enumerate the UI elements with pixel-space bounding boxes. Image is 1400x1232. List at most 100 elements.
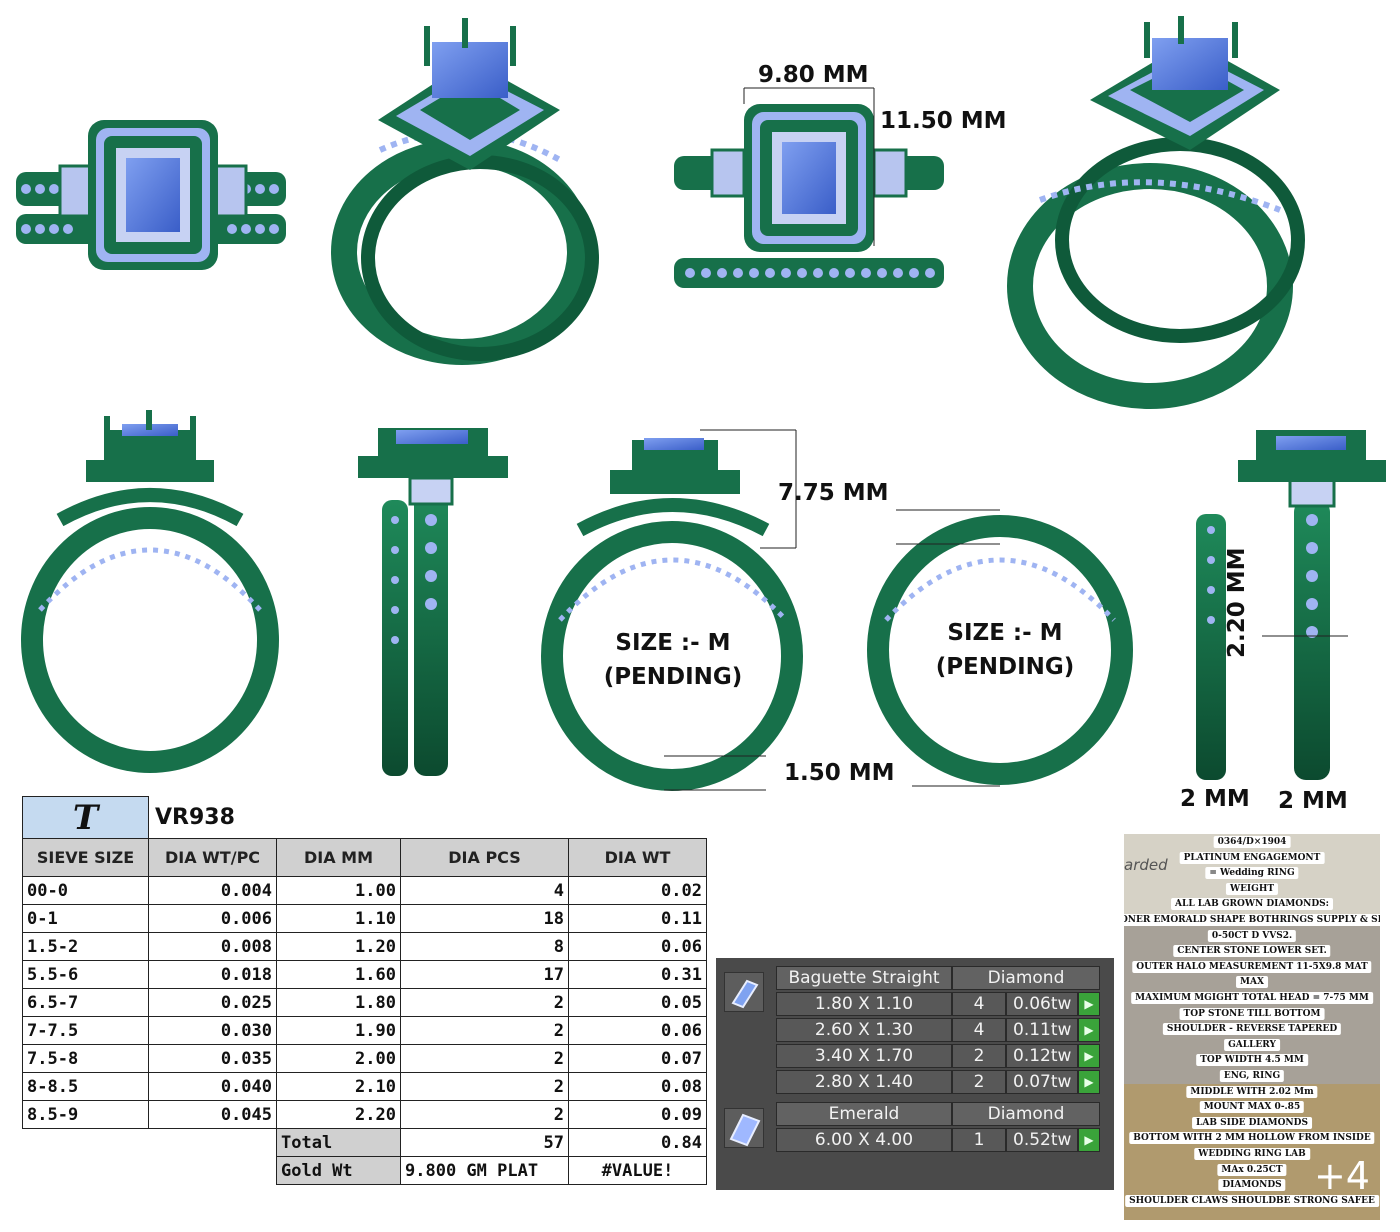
sieve-table: T VR938 SIEVE SIZE DIA WT/PC DIA MM DIA … (22, 796, 707, 1185)
cell-dia-wt: 0.11 (568, 904, 707, 933)
note-line: = Wedding RING (1205, 867, 1299, 880)
cell-dia-pcs: 2 (400, 1016, 569, 1045)
wedding-size-line2: (PENDING) (935, 654, 1075, 680)
cell-dia-wt-pc: 0.045 (148, 1100, 277, 1129)
cell-dia-wt-pc: 0.004 (148, 876, 277, 905)
engagement-size-label: SIZE :- M (PENDING) (598, 626, 748, 694)
play-arrow-icon[interactable]: ▶ (1078, 992, 1100, 1016)
note-line: ALL LAB GROWN DIAMONDS: (1171, 898, 1333, 911)
note-line: DIAMONDS (1218, 1179, 1286, 1192)
more-photos-count[interactable]: +4 (1313, 1154, 1370, 1198)
note-line: OUTER HALO MEASUREMENT 11-5X9.8 MAT (1132, 960, 1372, 973)
sieve-total-row: Total 57 0.84 (23, 1128, 707, 1157)
cell-dia-wt-pc: 0.030 (148, 1016, 277, 1045)
emerald-gem-icon (724, 1108, 764, 1148)
note-line: 0364/D×1904 (1213, 836, 1291, 848)
render-profile-2 (541, 429, 803, 791)
cell-dia-wt: 0.05 (568, 988, 707, 1017)
cell-dia-wt: 0.06 (568, 1016, 707, 1045)
cell-dia-mm: 1.20 (276, 932, 401, 961)
stone-qty: 2 (952, 1044, 1006, 1068)
cell-dia-mm: 2.00 (276, 1044, 401, 1073)
cell-sieve-size: 0-1 (22, 904, 149, 933)
dimension-band-thickness-label: 1.50 MM (784, 760, 895, 786)
play-arrow-icon[interactable]: ▶ (1078, 1070, 1100, 1094)
note-line: MAX (1236, 976, 1268, 989)
cell-sieve-size: 7-7.5 (22, 1016, 149, 1045)
stone-qty: 4 (952, 992, 1006, 1016)
wedding-size-label: SIZE :- M (PENDING) (930, 616, 1080, 684)
cell-dia-pcs: 17 (400, 960, 569, 989)
note-line: PLATINUM ENGAGEMONT (1179, 851, 1325, 864)
sieve-header-row: SIEVE SIZE DIA WT/PC DIA MM DIA PCS DIA … (22, 838, 707, 877)
stone-size: 3.40 X 1.70 (776, 1044, 952, 1068)
note-line: WEDDING RING LAB (1194, 1148, 1310, 1160)
stone-size: 6.00 X 4.00 (776, 1128, 952, 1152)
cell-dia-mm: 1.00 (276, 876, 401, 905)
note-line: LAB SIDE DIAMONDS (1192, 1116, 1312, 1129)
cell-dia-mm: 1.90 (276, 1016, 401, 1045)
cell-dia-mm: 1.10 (276, 904, 401, 933)
cell-dia-pcs: 18 (400, 904, 569, 933)
stone-size: 2.60 X 1.30 (776, 1018, 952, 1042)
play-arrow-icon[interactable]: ▶ (1078, 1018, 1100, 1042)
play-arrow-icon[interactable]: ▶ (1078, 1044, 1100, 1068)
cell-sieve-size: 8-8.5 (22, 1072, 149, 1101)
note-line: TOP STONE TILL BOTTOM (1179, 1007, 1325, 1020)
dimension-width-label: 9.80 MM (758, 62, 869, 88)
design-code: VR938 (155, 804, 235, 830)
cell-dia-wt-pc: 0.040 (148, 1072, 277, 1101)
cell-dia-wt: 0.09 (568, 1100, 707, 1129)
note-line: WEIGHT (1225, 882, 1279, 895)
engagement-size-line1: SIZE :- M (615, 630, 731, 656)
wedding-size-line1: SIZE :- M (947, 620, 1063, 646)
cell-dia-mm: 2.10 (276, 1072, 401, 1101)
baguette-shape: Baguette Straight (776, 966, 952, 990)
cell-dia-wt: 0.02 (568, 876, 707, 905)
stone-size: 2.80 X 1.40 (776, 1070, 952, 1094)
total-label: Total (276, 1128, 401, 1157)
baguette-header-row: Baguette Straight Diamond (776, 966, 1100, 990)
render-side-profiles (1196, 430, 1386, 780)
col-header-dia-mm: DIA MM (276, 838, 401, 877)
emerald-header-row: Emerald Diamond (776, 1102, 1100, 1126)
dimension-band-width-right-label: 2 MM (1278, 788, 1348, 814)
total-pcs: 57 (400, 1128, 569, 1157)
note-line: MOUNT MAX 0-.85 (1199, 1101, 1305, 1114)
gold-wt-value: 9.800 GM PLAT (400, 1156, 569, 1185)
render-perspective-left (331, 18, 599, 365)
cell-dia-wt: 0.06 (568, 932, 707, 961)
dimension-head-height-label: 7.75 MM (778, 480, 889, 506)
cell-dia-pcs: 2 (400, 1100, 569, 1129)
render-side-view (358, 428, 508, 776)
cell-dia-wt-pc: 0.035 (148, 1044, 277, 1073)
cell-dia-pcs: 4 (400, 876, 569, 905)
note-line: 0-50CT D VVS2. (1207, 929, 1297, 942)
cell-dia-mm: 1.60 (276, 960, 401, 989)
note-line: SHOULDER - REVERSE TAPERED (1162, 1023, 1342, 1036)
note-line: MAx 0.25CT (1217, 1163, 1287, 1176)
cell-dia-wt-pc: 0.006 (148, 904, 277, 933)
cell-sieve-size: 1.5-2 (22, 932, 149, 961)
note-line: GALLERY (1224, 1038, 1280, 1051)
sieve-title-row: T VR938 (22, 796, 707, 839)
stone-weight: 0.12tw (1006, 1044, 1078, 1068)
cell-dia-wt: 0.07 (568, 1044, 707, 1073)
play-arrow-icon[interactable]: ▶ (1078, 1128, 1100, 1152)
render-front-view (674, 87, 944, 288)
cell-sieve-size: 7.5-8 (22, 1044, 149, 1073)
